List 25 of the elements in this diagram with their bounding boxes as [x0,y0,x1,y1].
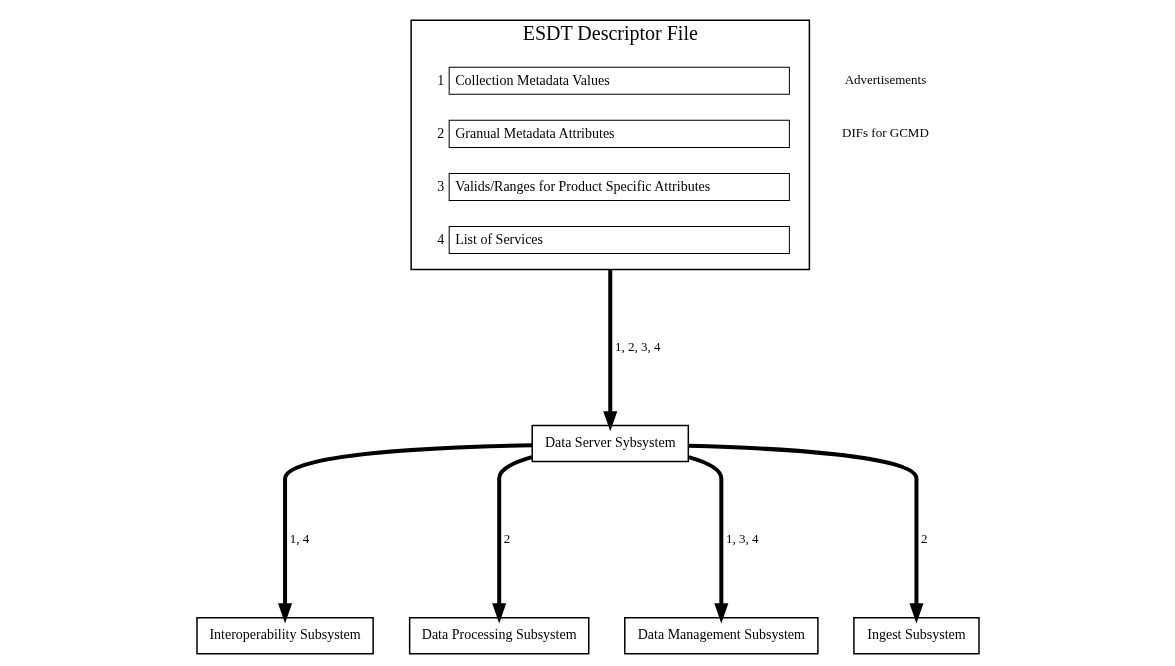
edge-label: 1, 4 [289,531,309,547]
label: DIFs for GCMD [841,124,929,140]
node-box: Interoperability Subsystem [195,616,374,655]
node-label: 3 [436,178,444,194]
node-box: List of Services [448,225,790,254]
edge-label: 2 [503,531,510,547]
edge-label: 1, 3, 4 [725,531,758,547]
node-label: 2 [436,125,444,141]
node-box: Data Processing Subsystem [408,616,589,655]
node-box: Data Server Sybsystem [530,424,689,463]
node-label: 4 [436,231,444,247]
arrow [277,443,532,624]
node-box: Valids/Ranges for Product Specific Attributes [448,172,790,201]
arrow [687,455,728,624]
node-box: Granual Metadata Attributes [448,119,790,148]
edge-label: 2 [920,531,928,547]
arrow [687,443,923,624]
node-box: Ingest Subsystem [852,616,980,655]
node-box: Data Management Subsystem [623,616,819,655]
label: Advertisements [844,71,926,87]
node-box: Collection Metadata Values [448,66,790,95]
arrow [602,269,617,432]
edge-label: 1, 2, 3, 4 [614,338,660,354]
node-label: 1 [436,72,444,88]
arrow [491,455,532,624]
